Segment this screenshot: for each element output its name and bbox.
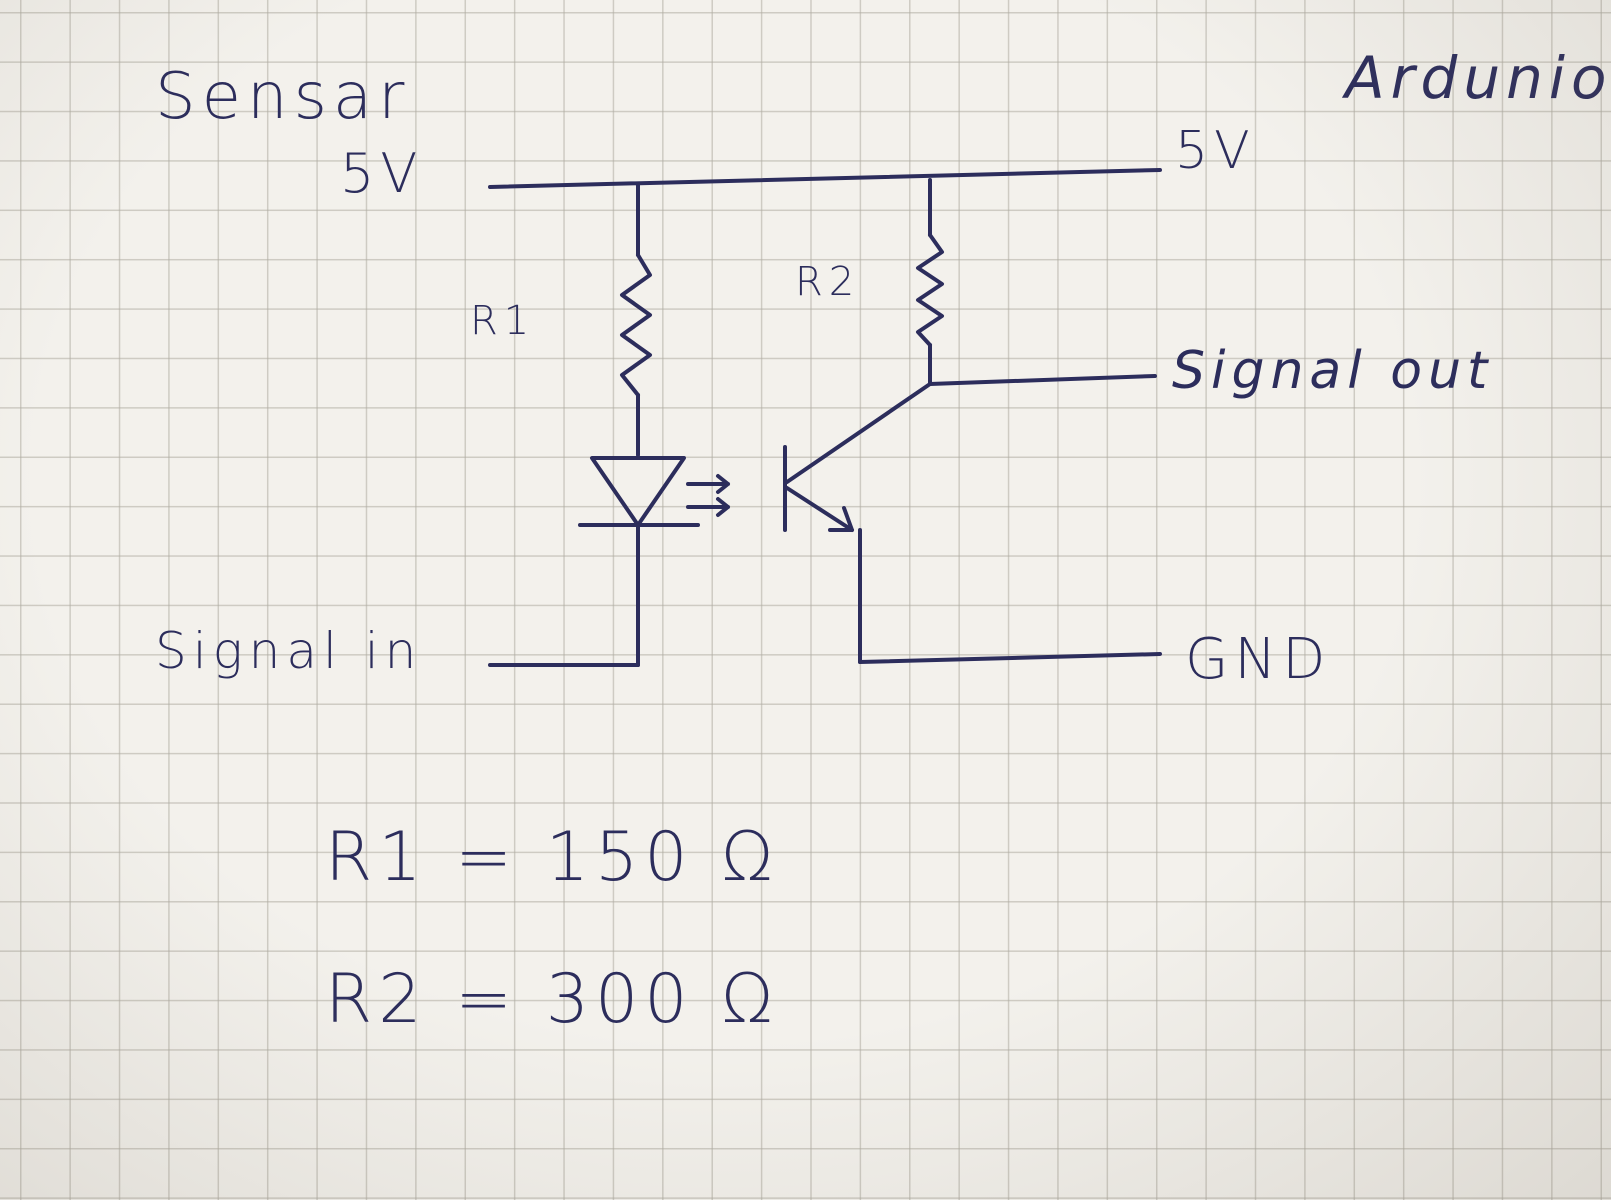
signal-out-wire xyxy=(928,374,1157,386)
transistor-emitter xyxy=(785,486,854,532)
transistor-collector xyxy=(785,382,932,484)
sensor-title: Sensar xyxy=(155,60,410,134)
gnd-label: GND xyxy=(1185,627,1331,692)
sensor-5v-label: 5V xyxy=(340,142,423,205)
r2-label: R2 xyxy=(795,259,860,305)
transistor-emitter-arrow xyxy=(828,506,854,532)
r1-resistor xyxy=(620,253,652,397)
signal-in-label: Signal in xyxy=(155,622,422,680)
gnd-wire xyxy=(858,652,1162,664)
r2-resistor xyxy=(916,233,944,347)
signal-out-label: Signal out xyxy=(1172,341,1493,401)
arduino-title: Ardunio xyxy=(1341,44,1611,112)
led-emission-arrow-2 xyxy=(686,497,730,517)
arduino-5v-label: 5V xyxy=(1175,121,1256,181)
5v-rail xyxy=(488,168,1162,189)
r2-value-equation: R2 = 300 Ω xyxy=(325,960,779,1039)
r1-label: R1 xyxy=(470,298,535,344)
led-triangle xyxy=(590,456,686,527)
r1-value-equation: R1 = 150 Ω xyxy=(325,818,779,897)
led-emission-arrow-1 xyxy=(686,474,730,494)
